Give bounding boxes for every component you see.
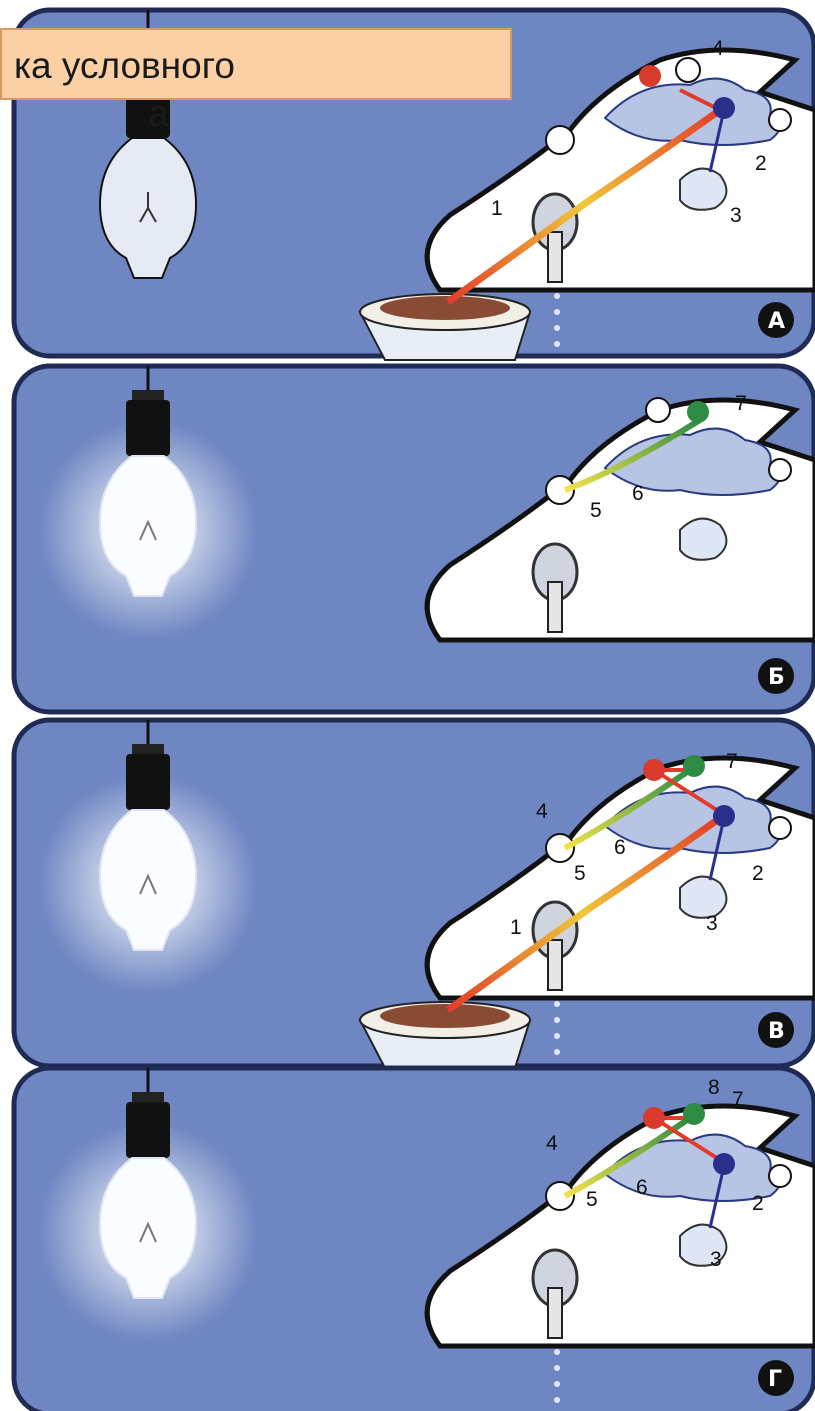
label-5: 5 — [586, 1188, 598, 1211]
label-1: 1 — [491, 197, 503, 220]
title-banner: ка условного — [0, 28, 512, 100]
label-1: 1 — [510, 916, 522, 939]
neuron-white — [676, 58, 700, 82]
label-4: 4 — [536, 800, 548, 823]
panel-letter-c: В — [768, 1019, 785, 1044]
label-5: 5 — [590, 499, 602, 522]
panel-d: 2 3 4 5 6 7 8 Г — [14, 1068, 815, 1411]
panel-letter-d: Г — [768, 1367, 782, 1392]
label-3: 3 — [710, 1248, 722, 1271]
label-5: 5 — [574, 862, 586, 885]
title-line-2: а — [148, 100, 169, 136]
food-bowl-icon — [360, 294, 530, 360]
label-2: 2 — [752, 862, 764, 885]
label-7: 7 — [732, 1088, 744, 1111]
label-2: 2 — [755, 152, 767, 175]
neuron-red — [643, 1107, 665, 1129]
label-3: 3 — [706, 912, 718, 935]
neuron-blue — [713, 1153, 735, 1175]
label-3: 3 — [730, 204, 742, 227]
panel-c: 1 2 3 4 5 6 7 В — [14, 720, 815, 1068]
label-6: 6 — [632, 482, 644, 505]
neuron-white — [646, 398, 670, 422]
label-7: 7 — [726, 750, 738, 773]
neuron-blue — [713, 805, 735, 827]
panel-b: 5 6 7 Б — [14, 366, 815, 712]
neuron-blue — [713, 97, 735, 119]
label-8: 8 — [708, 1076, 720, 1099]
label-6: 6 — [636, 1176, 648, 1199]
panel-letter-b: Б — [768, 665, 785, 690]
food-bowl-icon — [360, 1002, 530, 1068]
neuron-red — [643, 759, 665, 781]
neuron-green — [687, 401, 709, 423]
title-line-1: ка условного — [14, 44, 235, 88]
label-2: 2 — [752, 1192, 764, 1215]
label-6: 6 — [614, 836, 626, 859]
title-overflow: а — [0, 100, 180, 140]
label-4: 4 — [546, 1132, 558, 1155]
neuron-green — [683, 755, 705, 777]
neuron-green — [683, 1103, 705, 1125]
label-7: 7 — [735, 392, 747, 415]
label-4: 4 — [712, 37, 724, 60]
panel-letter-a: А — [768, 309, 785, 334]
neuron-red — [639, 65, 661, 87]
